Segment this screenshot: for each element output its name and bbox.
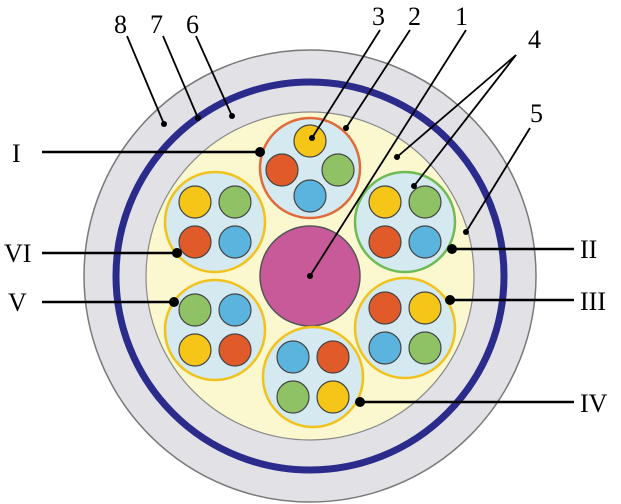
fiber-I-3 [293,179,327,213]
module-tube-V [163,278,267,382]
leader-dot-8 [161,121,167,127]
leader-dot-V [169,297,179,307]
fiber-III-2 [408,291,442,325]
label-module-IV: IV [580,389,608,418]
leader-dot-7 [195,115,201,121]
module-V [163,278,267,382]
fiber-V-3 [218,333,252,367]
label-module-II: II [580,235,597,264]
module-II [353,170,457,274]
armor-ring [112,78,508,474]
module-tube-II [353,170,457,274]
label-4: 4 [528,25,541,54]
leader-line-6 [195,35,233,117]
leader-dot-2 [343,125,349,131]
fiber-I-4 [265,153,299,187]
fiber-III-3 [408,331,442,365]
leader-line-1 [309,29,467,277]
fiber-II-1 [368,185,402,219]
label-2: 2 [408,2,421,31]
fiber-III-1 [368,291,402,325]
fiber-I-1 [293,124,327,158]
fiber-VI-4 [178,225,212,259]
leader-dot-6 [229,113,235,119]
label-6: 6 [186,10,199,39]
module-leader-dots [161,113,469,407]
leader-dot-IV [355,397,365,407]
leader-line-3 [311,29,381,139]
module-VI [163,170,267,274]
number-leader-lines [126,29,531,277]
leader-line-7 [162,35,199,119]
leader-line-4a [396,54,517,158]
fiber-I-2 [321,153,355,187]
leader-dot-4a [394,154,400,160]
fiber-IV-1 [276,340,310,374]
leader-dot-III [445,295,455,305]
leader-line-2 [345,29,411,129]
fiber-IV-2 [316,340,350,374]
label-module-V: V [8,288,27,317]
fiber-II-2 [408,185,442,219]
label-8: 8 [114,10,127,39]
label-1: 1 [455,2,468,31]
label-5: 5 [530,99,543,128]
label-module-VI: VI [4,239,31,268]
leader-dot-I [255,147,265,157]
leader-dot-VI [172,248,182,258]
leader-line-5 [465,127,531,233]
label-module-III: III [580,287,606,316]
module-tube-III [353,276,457,380]
label-module-I: I [12,139,21,168]
fiber-V-1 [178,293,212,327]
label-7: 7 [150,10,163,39]
module-tube-I [258,116,362,220]
module-I [258,116,362,220]
fiber-III-4 [368,331,402,365]
module-leader-lines [42,150,574,404]
fiber-VI-1 [178,185,212,219]
module-III [353,276,457,380]
fiber-VI-2 [218,185,252,219]
leader-dot-II [447,244,457,254]
leader-dot-5 [463,229,469,235]
buffer-modules [163,116,457,429]
leader-line-4b [413,54,517,187]
leader-dot-4b [411,183,417,189]
fiber-II-3 [408,225,442,259]
fiber-VI-3 [218,225,252,259]
module-IV [261,325,365,429]
fiber-V-2 [218,293,252,327]
leader-dot-3 [309,135,315,141]
leader-dot-1 [307,273,313,279]
label-3: 3 [372,2,385,31]
fiber-V-4 [178,333,212,367]
fiber-IV-3 [316,380,350,414]
leader-line-8 [126,35,165,125]
module-tube-IV [261,325,365,429]
fiber-II-4 [368,225,402,259]
fiber-IV-4 [276,380,310,414]
